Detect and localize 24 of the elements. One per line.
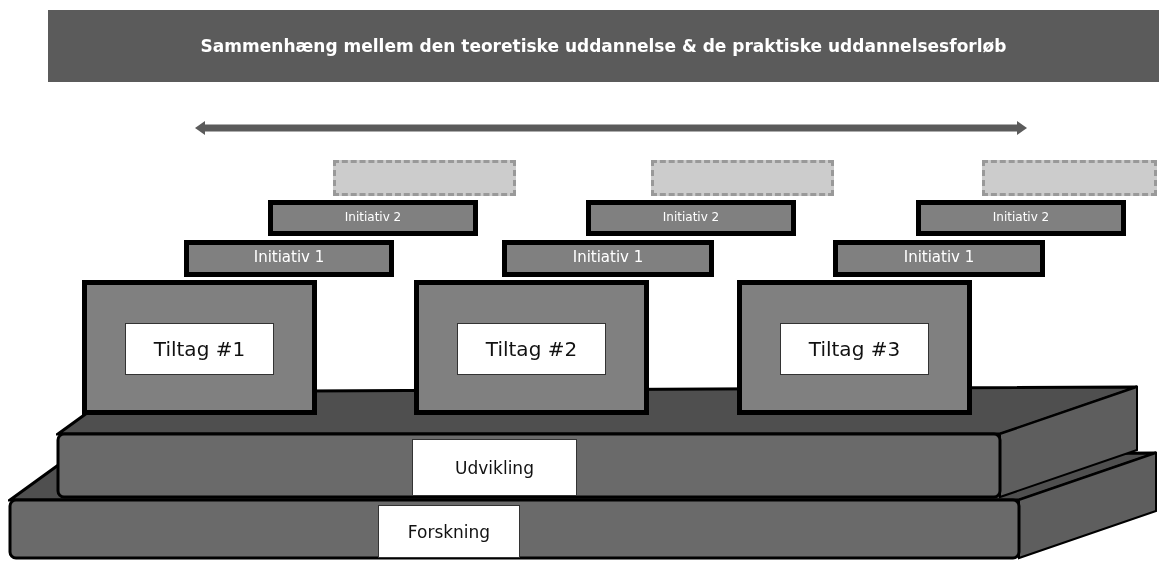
card-title: Initiativ 1 [252, 248, 326, 266]
placeholder-box [333, 160, 516, 196]
platform-label: Udvikling [412, 439, 577, 496]
placeholder-box [651, 160, 834, 196]
initiative-card [833, 240, 1045, 277]
placeholder-box [982, 160, 1157, 196]
measure-label: Tiltag #1 [125, 323, 274, 375]
measure-card [414, 280, 649, 415]
card-title: Initiativ 2 [991, 210, 1051, 224]
measure-label: Tiltag #3 [780, 323, 929, 375]
card-title: Initiativ 2 [661, 210, 721, 224]
title-text: Sammenhæng mellem den teoretiske uddannelse & de praktiske uddannelsesforløb [200, 36, 1007, 56]
card-title: Initiativ 2 [343, 210, 403, 224]
measure-card [82, 280, 317, 415]
measure-card [737, 280, 972, 415]
measure-label: Tiltag #2 [457, 323, 606, 375]
platform-label: Forskning [378, 505, 520, 558]
initiative-card [184, 240, 394, 277]
card-title: Initiativ 1 [902, 248, 976, 266]
initiative-card [268, 200, 478, 236]
initiative-card [916, 200, 1126, 236]
initiative-card [502, 240, 714, 277]
card-title: Initiativ 1 [571, 248, 645, 266]
initiative-card [586, 200, 796, 236]
